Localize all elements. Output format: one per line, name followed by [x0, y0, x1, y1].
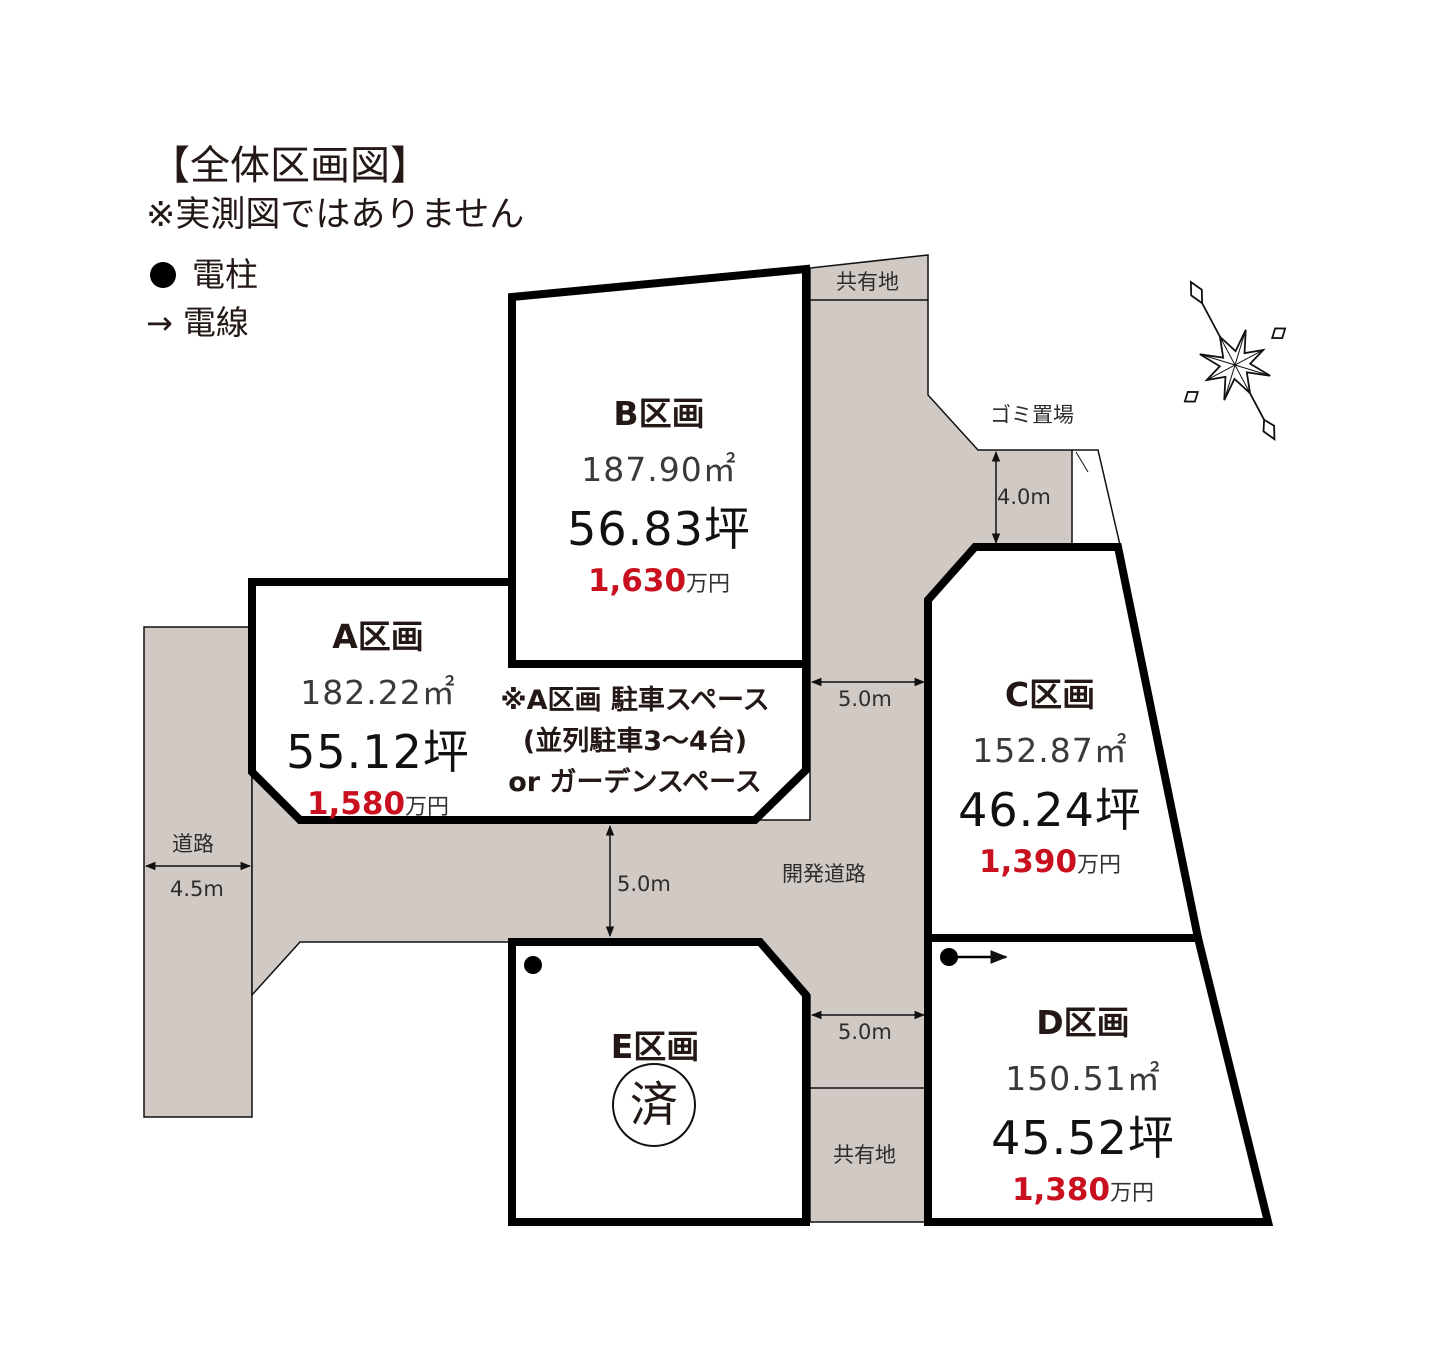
sold-badge: 済 — [612, 1063, 696, 1147]
lot-area-sqm: 152.87㎡ — [972, 731, 1128, 770]
lot-price: 1,630万円 — [587, 563, 731, 599]
utility-pole-icon — [940, 948, 958, 966]
lot-b-info[interactable]: B区画 187.90㎡ 56.83坪 1,630万円 — [567, 387, 751, 599]
garbage-area-label: ゴミ置場 — [990, 403, 1074, 427]
road-width-label: 4.5m — [170, 877, 224, 901]
disclaimer-note: ※実測図ではありません — [146, 195, 525, 235]
lot-area-sqm: 187.90㎡ — [581, 450, 737, 489]
page-title: 【全体区画図】 — [150, 143, 430, 189]
compass-rose-icon — [1183, 280, 1287, 441]
legend-utility-pole: 電柱 — [150, 258, 258, 291]
lot-area-tsubo: 55.12坪 — [286, 725, 470, 779]
lot-area-tsubo: 45.52坪 — [991, 1111, 1175, 1165]
garbage-area-outline — [1072, 449, 1121, 546]
arrow-right-icon: → — [146, 303, 173, 342]
utility-pole-legend-icon — [150, 261, 176, 288]
legend-label: 電柱 — [192, 255, 258, 294]
lot-c-info[interactable]: C区画 152.87㎡ 46.24坪 1,390万円 — [958, 668, 1142, 880]
dim-label-lower: 5.0m — [838, 1020, 892, 1044]
lot-d-info[interactable]: D区画 150.51㎡ 45.52坪 1,380万円 — [991, 996, 1175, 1208]
parking-note: ※A区画 駐車スペース (並列駐車3〜4台) or ガーデンスペース — [500, 685, 770, 798]
lot-name: C区画 — [1004, 675, 1096, 714]
lot-name: A区画 — [332, 617, 424, 656]
legend-label: 電線 — [182, 303, 249, 342]
dim-label-upper: 5.0m — [838, 687, 892, 711]
lot-price: 1,580万円 — [306, 786, 450, 822]
lot-area-sqm: 150.51㎡ — [1005, 1059, 1161, 1098]
road-label: 道路 — [172, 832, 214, 856]
lot-a-info[interactable]: A区画 182.22㎡ 55.12坪 1,580万円 — [286, 610, 470, 822]
lot-name: D区画 — [1036, 1003, 1130, 1042]
lot-name: E区画 — [610, 1027, 700, 1066]
dim-label-garbage: 4.0m — [997, 485, 1051, 509]
lot-d-boundary[interactable] — [924, 934, 1274, 1226]
lot-area-tsubo: 56.83坪 — [567, 502, 751, 556]
utility-pole-icon — [524, 956, 542, 974]
dev-road-label: 開発道路 — [782, 862, 866, 886]
lot-e-info[interactable]: E区画 — [611, 1020, 700, 1068]
lot-a-boundary[interactable] — [248, 578, 810, 824]
shared-land-label: 共有地 — [836, 270, 899, 294]
legend-power-line: → 電線 — [146, 306, 249, 339]
lot-area-tsubo: 46.24坪 — [958, 783, 1142, 837]
shared-land-label: 共有地 — [833, 1143, 896, 1167]
public-road — [143, 626, 253, 1118]
lot-area-sqm: 182.22㎡ — [300, 673, 456, 712]
lot-name: B区画 — [613, 394, 705, 433]
dim-label-center: 5.0m — [617, 872, 671, 896]
lot-price: 1,390万円 — [978, 844, 1122, 880]
lot-price: 1,380万円 — [1011, 1172, 1155, 1208]
